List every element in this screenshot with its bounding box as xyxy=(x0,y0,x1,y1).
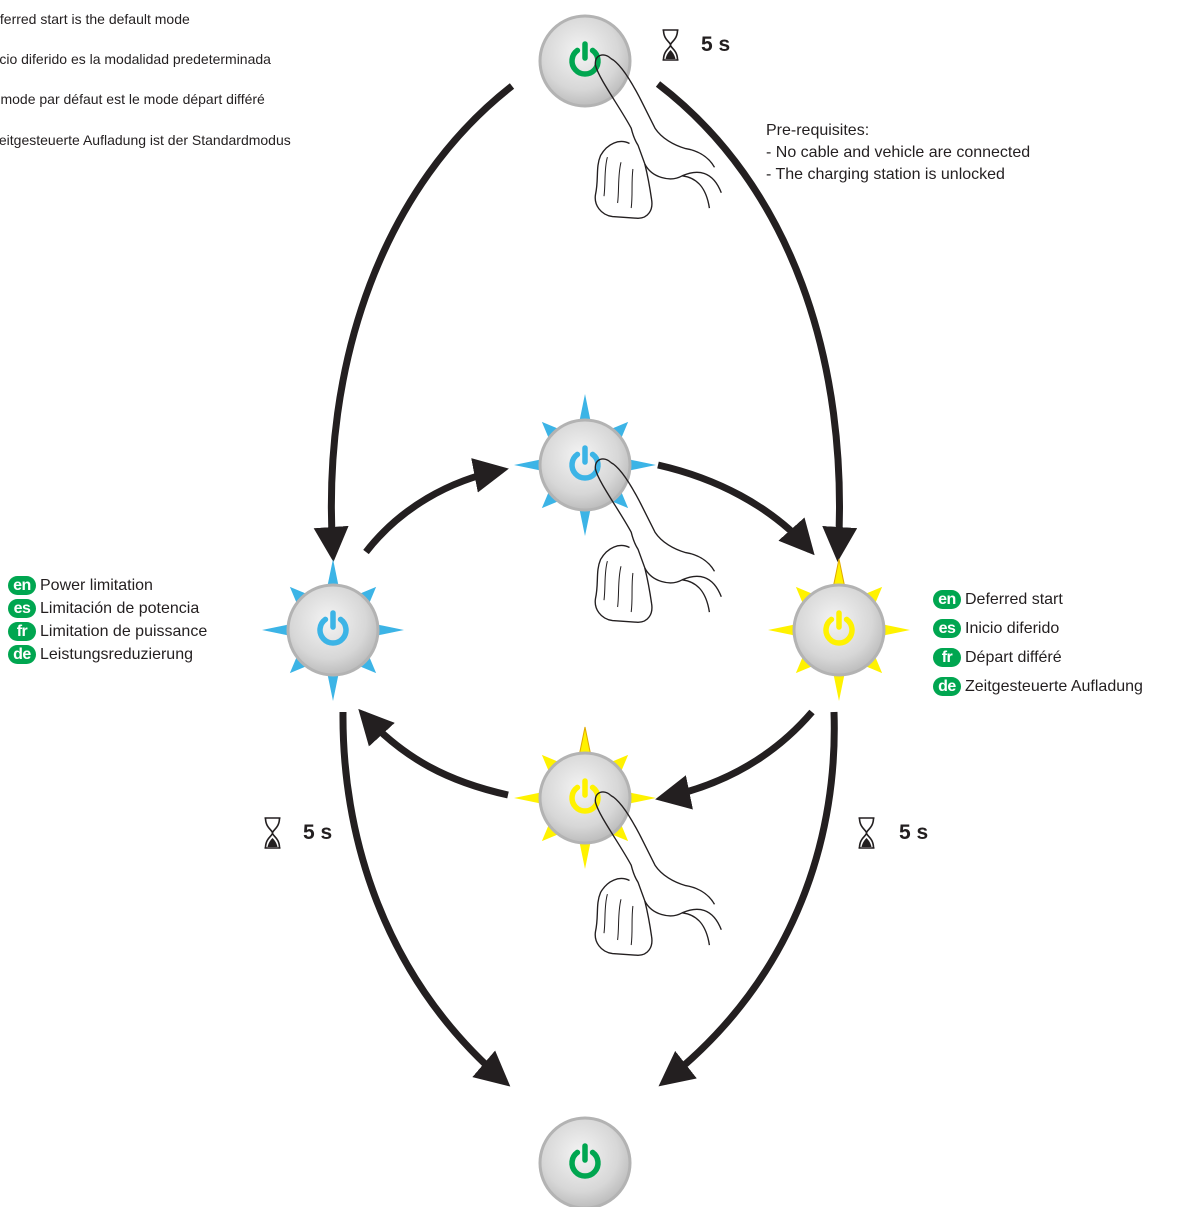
arrow-yellow-to-left xyxy=(358,708,509,799)
power-button-bottom[interactable] xyxy=(538,1116,632,1207)
button-bezel xyxy=(538,14,632,108)
arrow-top-to-left xyxy=(313,83,515,562)
power-button-left[interactable] xyxy=(262,559,404,701)
default-mode-note-fr: Le mode par défaut est le mode départ di… xyxy=(0,91,265,107)
lang-badge-es: es xyxy=(933,619,961,638)
legend-row-de: de Zeitgesteuerte Aufladung xyxy=(933,672,1143,701)
timer-label-right: 5 s xyxy=(899,821,929,844)
hourglass-icon xyxy=(263,817,282,849)
arrow-right-to-bottom xyxy=(658,711,838,1087)
legend-text: Limitación de potencia xyxy=(40,599,200,617)
legend-text: Limitation de puissance xyxy=(40,622,208,640)
lang-badge-fr: fr xyxy=(8,622,36,641)
lang-badge-fr: fr xyxy=(933,648,961,667)
timer-label-left: 5 s xyxy=(303,821,333,844)
default-mode-note-es: El inicio diferido es la modalidad prede… xyxy=(0,51,271,67)
legend-text: Deferred start xyxy=(965,590,1063,608)
arrow-top-to-right xyxy=(655,81,858,562)
hourglass-icon xyxy=(661,29,680,61)
legend-text: Leistungsreduzierung xyxy=(40,645,193,663)
button-bezel xyxy=(538,751,632,845)
legend-row-en: en Deferred start xyxy=(933,585,1143,614)
legend-text: Zeitgesteuerte Aufladung xyxy=(965,677,1143,695)
default-mode-note-de: Die zeitgesteuerte Aufladung ist der Sta… xyxy=(0,132,291,148)
power-button-yellow[interactable] xyxy=(514,726,656,869)
lang-badge-de: de xyxy=(8,645,36,664)
button-bezel xyxy=(792,583,886,677)
arrow-left-to-blue xyxy=(363,458,509,555)
button-bezel xyxy=(286,583,380,677)
lang-badge-es: es xyxy=(8,599,36,618)
legend-deferred-start: en Deferred start es Inicio diferido fr … xyxy=(933,585,1143,701)
power-button-top[interactable] xyxy=(538,14,632,108)
legend-row-es: es Limitación de potencia xyxy=(8,597,207,620)
arrow-right-to-yellow xyxy=(655,709,815,810)
timer-label-top: 5 s xyxy=(701,33,731,56)
prerequisites-title: Pre-requisites: xyxy=(766,122,870,139)
lang-badge-de: de xyxy=(933,677,961,696)
legend-text: Inicio diferido xyxy=(965,619,1060,637)
prerequisite-item: - The charging station is unlocked xyxy=(766,166,1005,183)
default-mode-note-en: Deferred start is the default mode xyxy=(0,11,190,27)
power-icon xyxy=(569,1143,601,1179)
legend-text: Power limitation xyxy=(40,576,153,594)
arrow-left-to-bottom xyxy=(339,711,511,1087)
power-button-right[interactable] xyxy=(768,558,910,701)
power-icon xyxy=(317,610,349,646)
prerequisites-block: Pre-requisites: - No cable and vehicle a… xyxy=(766,120,1030,186)
legend-row-fr: fr Départ différé xyxy=(933,643,1143,672)
hourglass-icon xyxy=(857,817,876,849)
power-button-blue[interactable] xyxy=(514,394,656,536)
legend-text: Départ différé xyxy=(965,648,1062,666)
lang-badge-en: en xyxy=(8,576,36,595)
power-icon xyxy=(823,610,855,646)
legend-row-de: de Leistungsreduzierung xyxy=(8,643,207,666)
legend-row-fr: fr Limitation de puissance xyxy=(8,620,207,643)
legend-power-limitation: en Power limitation es Limitación de pot… xyxy=(8,574,207,666)
prerequisite-item: - No cable and vehicle are connected xyxy=(766,144,1031,161)
legend-row-en: en Power limitation xyxy=(8,574,207,597)
arrow-blue-to-right xyxy=(657,461,815,556)
button-bezel xyxy=(538,418,632,512)
legend-row-es: es Inicio diferido xyxy=(933,614,1143,643)
lang-badge-en: en xyxy=(933,590,961,609)
